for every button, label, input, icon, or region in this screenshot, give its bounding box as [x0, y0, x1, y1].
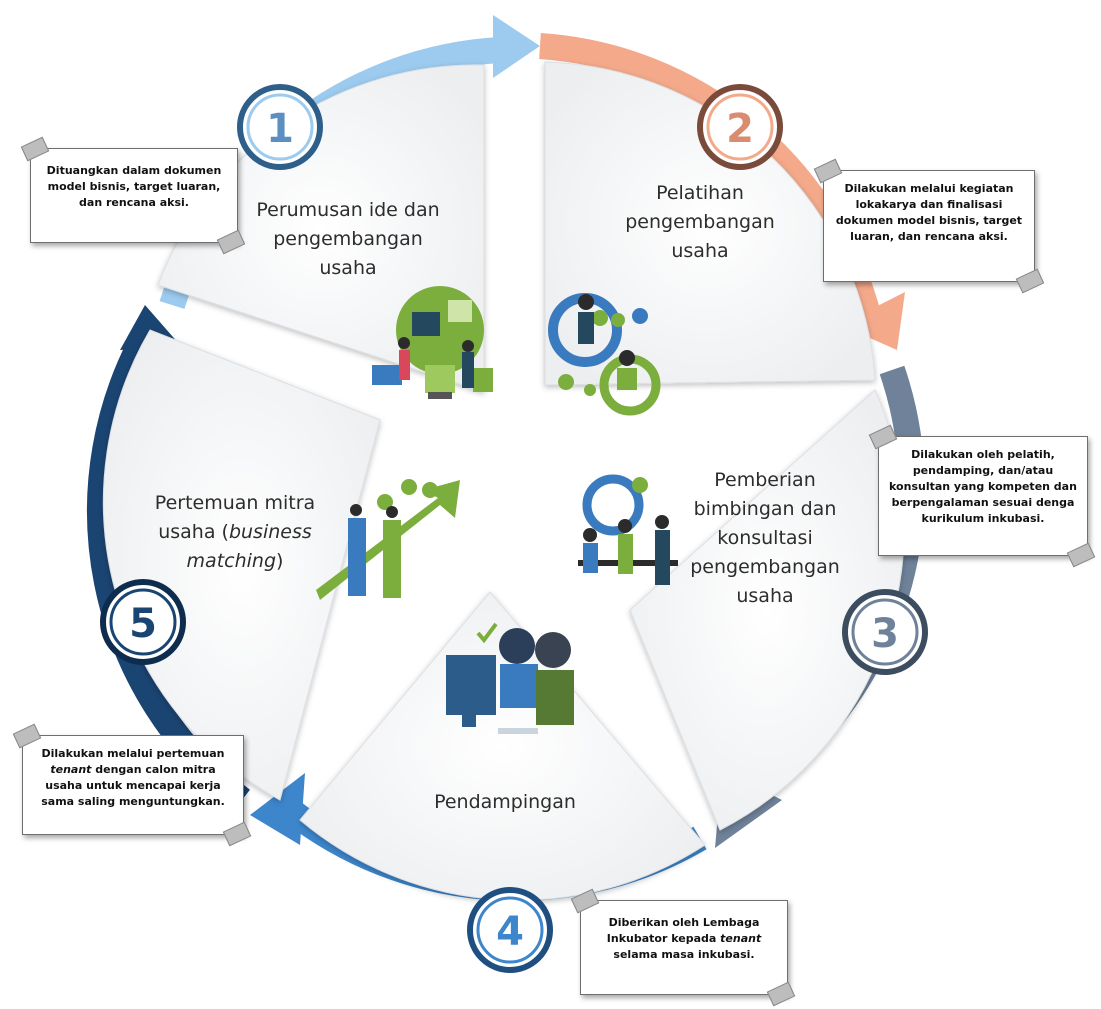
step-1-title-line-2: pengembangan — [273, 228, 423, 250]
badge-4-number: 4 — [496, 909, 524, 955]
handshake-growth-icon — [316, 479, 460, 600]
step-4-title-line-1: Pendampingan — [434, 791, 576, 813]
step-5-title-part-b: ) — [276, 550, 284, 572]
badge-2: 2 — [697, 84, 783, 170]
step-3-note: Dilakukan oleh pelatih, pendamping, dan/… — [868, 424, 1096, 568]
step-1-title-line-3: usaha — [319, 257, 377, 279]
step-4-title: Pendampingan — [400, 788, 610, 817]
badge-4: 4 — [467, 887, 553, 973]
step-3-title-line-3: konsultasi — [717, 527, 813, 549]
gears-people-icon — [548, 293, 661, 416]
wedge-step-2 — [544, 61, 876, 386]
step-5-title-part-a: usaha ( — [158, 521, 229, 543]
step-1-note-text: Dituangkan dalam dokumen model bisnis, t… — [46, 164, 222, 209]
step-3-title-line-5: usaha — [736, 585, 794, 607]
step-5-title-line-3: matching) — [125, 547, 345, 576]
step-3-title-line-2: bimbingan dan — [693, 498, 837, 520]
step-5-title-italic-a: business — [228, 521, 312, 543]
step-2-title-line-2: pengembangan — [625, 211, 775, 233]
step-5-title-line-1: Pertemuan mitra — [154, 492, 316, 514]
step-2-title-line-3: usaha — [671, 240, 729, 262]
step-1-note: Dituangkan dalam dokumen model bisnis, t… — [20, 136, 246, 255]
step-5-note: Dilakukan melalui pertemuan tenant denga… — [12, 723, 252, 847]
step-4-note-part-1: Diberikan oleh Lembaga Inkubator kepada — [606, 916, 760, 945]
step-4-note-italic: tenant — [720, 932, 762, 945]
arrowhead-step-2 — [840, 292, 905, 350]
badge-3: 3 — [842, 589, 928, 675]
step-3-title-line-1: Pemberian — [714, 469, 816, 491]
step-5-note-part-1: Dilakukan melalui pertemuan — [41, 747, 225, 760]
step-4-note-part-3: selama masa inkubasi. — [613, 948, 755, 961]
badge-5-number: 5 — [129, 601, 157, 647]
puzzle-lightbulb-icon — [372, 286, 493, 399]
step-1-title-line-1: Perumusan ide dan — [256, 199, 440, 221]
team-meeting-icon — [578, 474, 678, 585]
step-5-title: Pertemuan mitra usaha (business matching… — [125, 489, 345, 576]
badge-1-number: 1 — [266, 106, 294, 152]
step-2-note: Dilakukan melalui kegiatan lokakarya dan… — [813, 158, 1045, 294]
step-2-title-line-1: Pelatihan — [656, 182, 744, 204]
step-5-note-italic: tenant — [50, 763, 92, 776]
arrowhead-step-1 — [493, 15, 540, 78]
badge-2-number: 2 — [726, 106, 754, 152]
step-3-title: Pemberian bimbingan dan konsultasi penge… — [670, 466, 860, 611]
badge-3-number: 3 — [871, 611, 899, 657]
step-3-note-text: Dilakukan oleh pelatih, pendamping, dan/… — [889, 448, 1077, 525]
step-5-title-italic-b: matching — [186, 550, 277, 572]
arrowhead-step-4 — [250, 773, 305, 845]
badge-5: 5 — [100, 579, 186, 665]
step-3-title-line-4: pengembangan — [690, 556, 840, 578]
step-2-title: Pelatihan pengembangan usaha — [600, 179, 800, 266]
mentoring-computer-icon — [446, 622, 574, 734]
step-5-title-line-2: usaha (business — [125, 518, 345, 547]
step-4-note: Diberikan oleh Lembaga Inkubator kepada … — [570, 888, 796, 1007]
step-2-note-text: Dilakukan melalui kegiatan lokakarya dan… — [835, 182, 1023, 243]
step-1-title: Perumusan ide dan pengembangan usaha — [228, 196, 468, 283]
step-5-note-part-3: dengan calon mitra usaha untuk mencapai … — [41, 763, 225, 808]
badge-1: 1 — [237, 84, 323, 170]
